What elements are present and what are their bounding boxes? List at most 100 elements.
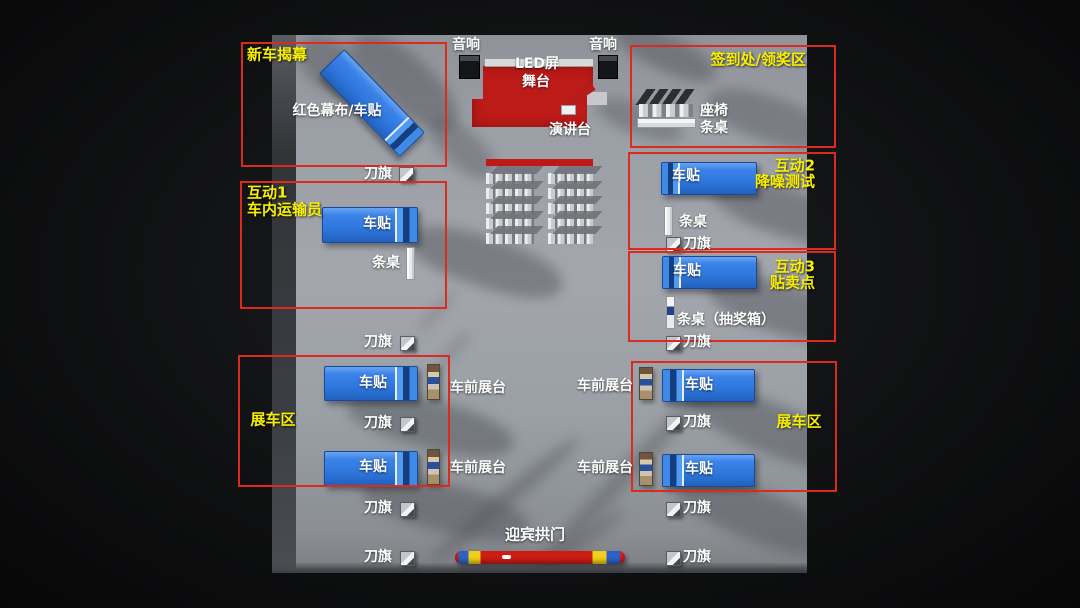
zone-new-car-unveil-title: 新车揭幕 (247, 45, 308, 64)
front-display-stand (427, 364, 440, 400)
speaker-icon (459, 55, 480, 79)
flag-label: 刀旗 (364, 334, 392, 350)
zone-new-car-unveil (241, 42, 447, 167)
flag-label: 刀旗 (683, 236, 711, 252)
sticker-label: 车贴 (363, 216, 391, 232)
front-stage-label: 车前展台 (577, 378, 633, 394)
zone-inter1-title-line2: 车内运输员 (247, 200, 323, 219)
knife-flag-icon (666, 336, 681, 351)
truck-cab (663, 257, 681, 288)
seat-row (486, 188, 534, 199)
sticker-label: 车贴 (673, 263, 701, 279)
truck-display-right-1 (662, 369, 755, 402)
knife-flag-icon (666, 551, 681, 566)
truck-display-left-1 (324, 366, 418, 401)
zone-interactive-3 (628, 251, 836, 342)
seat-row (548, 203, 593, 214)
seat-row (486, 203, 534, 214)
floor-bottom-edge (272, 562, 807, 573)
zone-inter2-title-line1: 互动2 (774, 156, 815, 175)
flag-label: 刀旗 (364, 166, 392, 182)
seat-row (486, 173, 534, 184)
sticker-label: 车贴 (359, 459, 387, 475)
speaker-icon (598, 55, 618, 79)
zone-signin-title: 签到处/领奖区 (710, 50, 806, 69)
zone-inter1-title-line1: 互动1 (247, 183, 288, 202)
front-display-stand (427, 449, 440, 485)
knife-flag-icon (400, 551, 415, 566)
zone-signin-award (630, 45, 836, 148)
knife-flag-icon (400, 336, 415, 351)
seat-row (548, 173, 593, 184)
table-label: 条桌 (700, 120, 728, 136)
flag-label: 刀旗 (364, 549, 392, 565)
lectern-label: 演讲台 (549, 122, 591, 138)
long-table (406, 247, 415, 280)
zone-inter3-title-line2: 贴卖点 (769, 273, 815, 292)
zone-display-right-title: 展车区 (776, 412, 822, 431)
sticker-label: 车贴 (685, 461, 713, 477)
welcome-arch (455, 551, 625, 564)
led-screen (485, 59, 593, 67)
seat-row (548, 188, 593, 199)
flag-label: 刀旗 (364, 500, 392, 516)
truck-inter2 (661, 162, 757, 195)
flag-label: 刀旗 (364, 415, 392, 431)
front-stage-label: 车前展台 (577, 460, 633, 476)
seat-row (548, 233, 593, 244)
truck-cab (662, 163, 680, 194)
knife-flag-icon (400, 502, 415, 517)
zone-display-left (238, 355, 450, 487)
knife-flag-icon (666, 416, 681, 431)
speaker-label: 音响 (452, 37, 480, 53)
chairs-row (639, 104, 693, 117)
seat-row (486, 218, 534, 229)
knife-flag-icon (666, 502, 681, 517)
zone-inter3-title-line1: 互动3 (774, 257, 815, 276)
speaker-label: 音响 (589, 37, 617, 53)
zone-display-left-title: 展车区 (250, 410, 296, 429)
knife-flag-icon (399, 167, 414, 182)
stage-label: 舞台 (522, 74, 550, 90)
unveil-item-label: 红色幕布/车贴 (292, 103, 382, 119)
sticker-label: 车贴 (685, 377, 713, 393)
signin-table (637, 118, 696, 128)
seat-row (548, 218, 593, 229)
zone-interactive-1 (240, 181, 447, 309)
knife-flag-icon (400, 417, 415, 432)
red-carpet-strip (486, 159, 593, 166)
truck-cab (663, 370, 684, 401)
seats-label: 座椅 (700, 103, 728, 119)
led-screen-label: LED屏 (514, 56, 560, 72)
sticker-label: 车贴 (672, 168, 700, 184)
long-table-lottery (666, 296, 675, 329)
truck-cab (395, 452, 417, 485)
zone-display-right (631, 361, 837, 492)
welcome-arch-label: 迎宾拱门 (504, 525, 566, 544)
floor-left-wall (272, 35, 296, 573)
table-label: 条桌 (372, 255, 400, 271)
lectern (561, 105, 576, 115)
table-label: 条桌 (679, 214, 707, 230)
truck-cab (663, 455, 684, 486)
truck-inter1 (322, 207, 418, 243)
truck-cab (395, 367, 417, 400)
arch-highlight (502, 555, 511, 559)
truck-display-left-2 (324, 451, 418, 486)
flag-label: 刀旗 (683, 334, 711, 350)
truck-display-right-2 (662, 454, 755, 487)
long-table (664, 206, 673, 236)
truck-inter3 (662, 256, 757, 289)
front-display-stand (639, 367, 653, 400)
truck-cab (395, 208, 417, 242)
zone-inter2-title-line2: 降噪测试 (754, 172, 815, 191)
flag-label: 刀旗 (683, 500, 711, 516)
flag-label: 刀旗 (683, 414, 711, 430)
front-stage-label: 车前展台 (450, 380, 506, 396)
stage-step (583, 92, 607, 105)
zone-interactive-2 (628, 152, 836, 250)
front-display-stand (639, 452, 653, 486)
sticker-label: 车贴 (359, 375, 387, 391)
seat-row (486, 233, 534, 244)
